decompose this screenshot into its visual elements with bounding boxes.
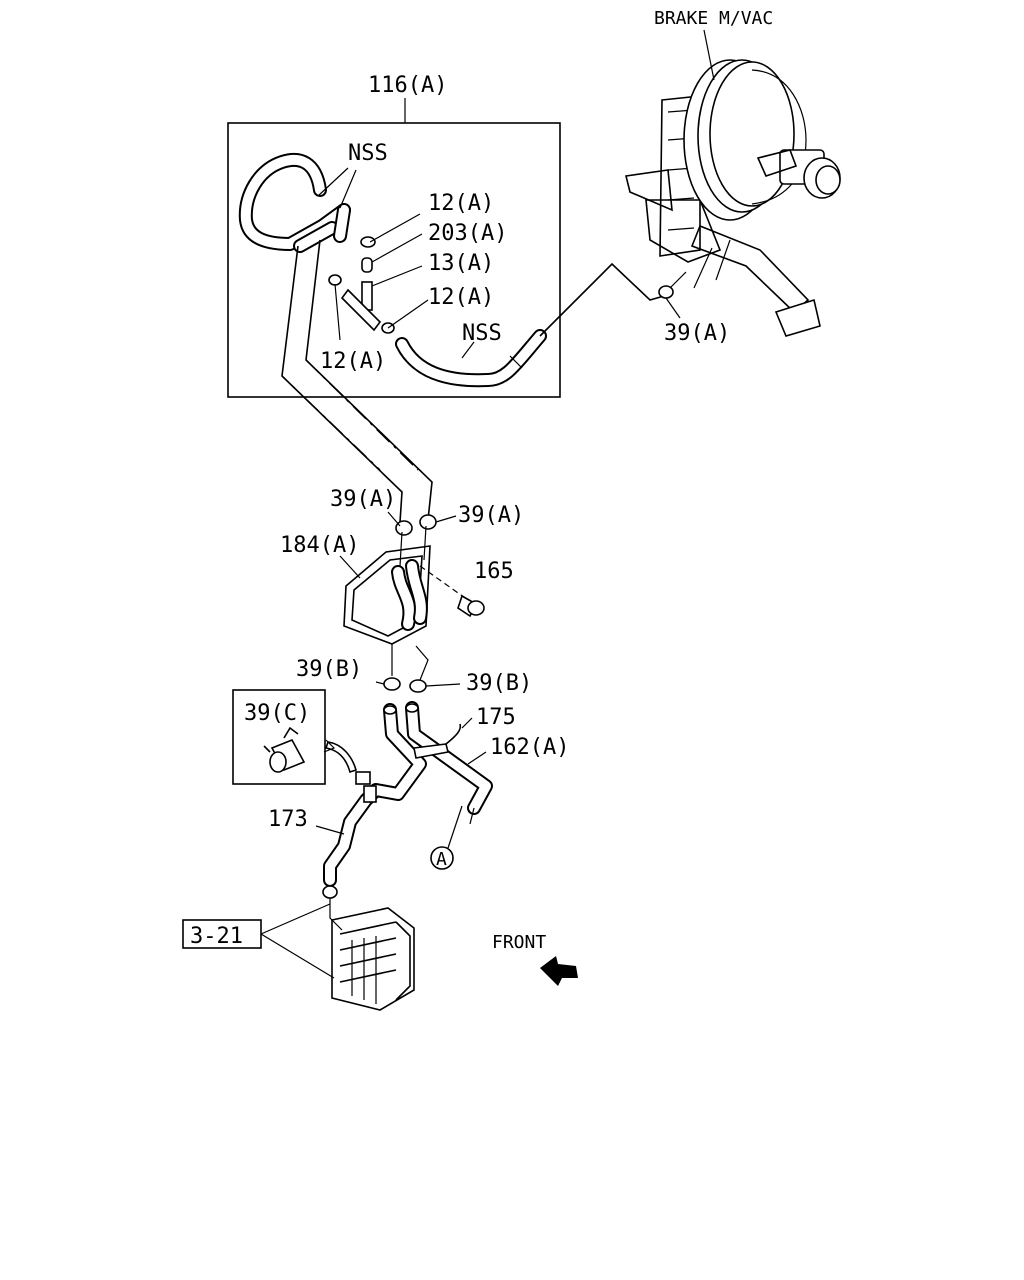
vacuum-tank xyxy=(322,885,415,1011)
label-nss-top: NSS xyxy=(348,141,388,166)
label-173: 173 xyxy=(268,807,308,832)
label-3-21: 3-21 xyxy=(190,924,243,949)
label-116a: 116(A) xyxy=(368,73,447,98)
lower-hoses xyxy=(323,701,493,887)
label-39c: 39(C) xyxy=(244,701,310,726)
nss-hose-upper xyxy=(238,152,351,253)
label-13a: 13(A) xyxy=(428,251,494,276)
label-39b-left: 39(B) xyxy=(296,657,362,682)
clamp-39c-inset-box xyxy=(232,689,326,785)
label-front: FRONT xyxy=(492,932,546,953)
label-39a-left: 39(A) xyxy=(330,487,396,512)
clamp-39c-illustration xyxy=(263,726,306,773)
label-162a: 162(A) xyxy=(490,735,569,760)
label-brake-mvac: BRAKE M/VAC xyxy=(654,8,773,29)
bolt-165 xyxy=(419,565,485,618)
brake-booster-illustration xyxy=(625,59,841,337)
label-203a: 203(A) xyxy=(428,221,507,246)
label-12a-3: 12(A) xyxy=(320,349,386,374)
label-39a-right: 39(A) xyxy=(458,503,524,528)
label-39b-right: 39(B) xyxy=(466,671,532,696)
label-nss-bottom: NSS xyxy=(462,321,502,346)
label-ref-a: A xyxy=(436,849,447,870)
heater-core-184a xyxy=(343,514,437,645)
assembly-116a-box xyxy=(227,122,561,398)
label-12a-2: 12(A) xyxy=(428,285,494,310)
label-39a-brake: 39(A) xyxy=(664,321,730,346)
front-arrow-icon xyxy=(540,956,578,986)
label-165: 165 xyxy=(474,559,514,584)
label-12a-1: 12(A) xyxy=(428,191,494,216)
label-184a: 184(A) xyxy=(280,533,359,558)
fittings-stack xyxy=(328,236,395,334)
nss-hose-lower xyxy=(395,329,547,388)
ref-a-circle xyxy=(430,846,454,870)
label-175: 175 xyxy=(476,705,516,730)
